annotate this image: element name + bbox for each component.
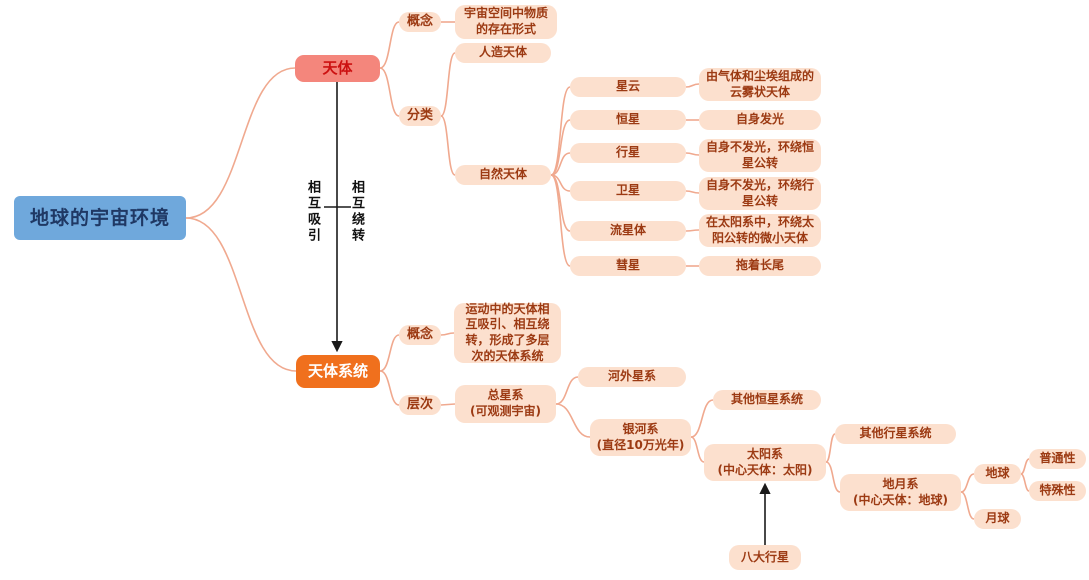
node-earth[interactable]: 地球: [974, 464, 1021, 484]
node-ordinariness[interactable]: 普通性: [1029, 449, 1086, 469]
node-natural-body[interactable]: 自然天体: [455, 165, 551, 185]
relationship-arrows: [324, 82, 771, 545]
node-meteoroid[interactable]: 流星体: [570, 221, 686, 241]
node-comet-definition[interactable]: 拖着长尾: [699, 256, 821, 276]
node-other-planet-systems[interactable]: 其他行星系统: [835, 424, 956, 444]
node-moon[interactable]: 月球: [974, 509, 1021, 529]
node-solar-system[interactable]: 太阳系 (中心天体：太阳): [704, 444, 826, 481]
node-level-label[interactable]: 层次: [399, 395, 441, 415]
node-concept-label-celestial[interactable]: 概念: [399, 12, 441, 32]
node-satellite[interactable]: 卫星: [570, 181, 686, 201]
node-artificial-body[interactable]: 人造天体: [455, 43, 551, 63]
node-comet[interactable]: 彗星: [570, 256, 686, 276]
node-concept-definition-celestial[interactable]: 宇宙空间中物质 的存在形式: [455, 5, 557, 39]
node-meteoroid-definition[interactable]: 在太阳系中，环绕太 阳公转的微小天体: [699, 214, 821, 247]
node-nebula[interactable]: 星云: [570, 77, 686, 97]
node-planet-definition[interactable]: 自身不发光，环绕恒 星公转: [699, 139, 821, 172]
node-total-galaxy[interactable]: 总星系 (可观测宇宙): [455, 385, 556, 423]
node-planet[interactable]: 行星: [570, 143, 686, 163]
relationship-label-mutual-orbit: 相互绕转: [349, 180, 364, 244]
node-celestial-system[interactable]: 天体系统: [296, 355, 380, 388]
node-concept-definition-system[interactable]: 运动中的天体相 互吸引、相互绕 转，形成了多层 次的天体系统: [454, 302, 561, 363]
node-star-definition[interactable]: 自身发光: [699, 110, 821, 130]
node-milky-way[interactable]: 银河系 (直径10万光年): [590, 419, 691, 456]
node-nebula-definition[interactable]: 由气体和尘埃组成的 云雾状天体: [699, 68, 821, 101]
node-other-star-systems[interactable]: 其他恒星系统: [713, 390, 821, 410]
node-eight-planets[interactable]: 八大行星: [729, 545, 801, 570]
branch-curves: [185, 21, 1030, 520]
node-celestial-body[interactable]: 天体: [295, 55, 380, 82]
node-star[interactable]: 恒星: [570, 110, 686, 130]
relationship-label-mutual-attraction: 相互吸引: [305, 180, 320, 244]
node-earth-moon-system[interactable]: 地月系 (中心天体：地球): [840, 474, 961, 511]
node-extragalactic-systems[interactable]: 河外星系: [578, 367, 686, 387]
node-root-topic[interactable]: 地球的宇宙环境: [14, 196, 186, 240]
node-concept-label-system[interactable]: 概念: [399, 325, 441, 345]
node-uniqueness[interactable]: 特殊性: [1029, 481, 1086, 501]
node-satellite-definition[interactable]: 自身不发光，环绕行 星公转: [699, 177, 821, 210]
node-classification-label[interactable]: 分类: [399, 106, 441, 126]
